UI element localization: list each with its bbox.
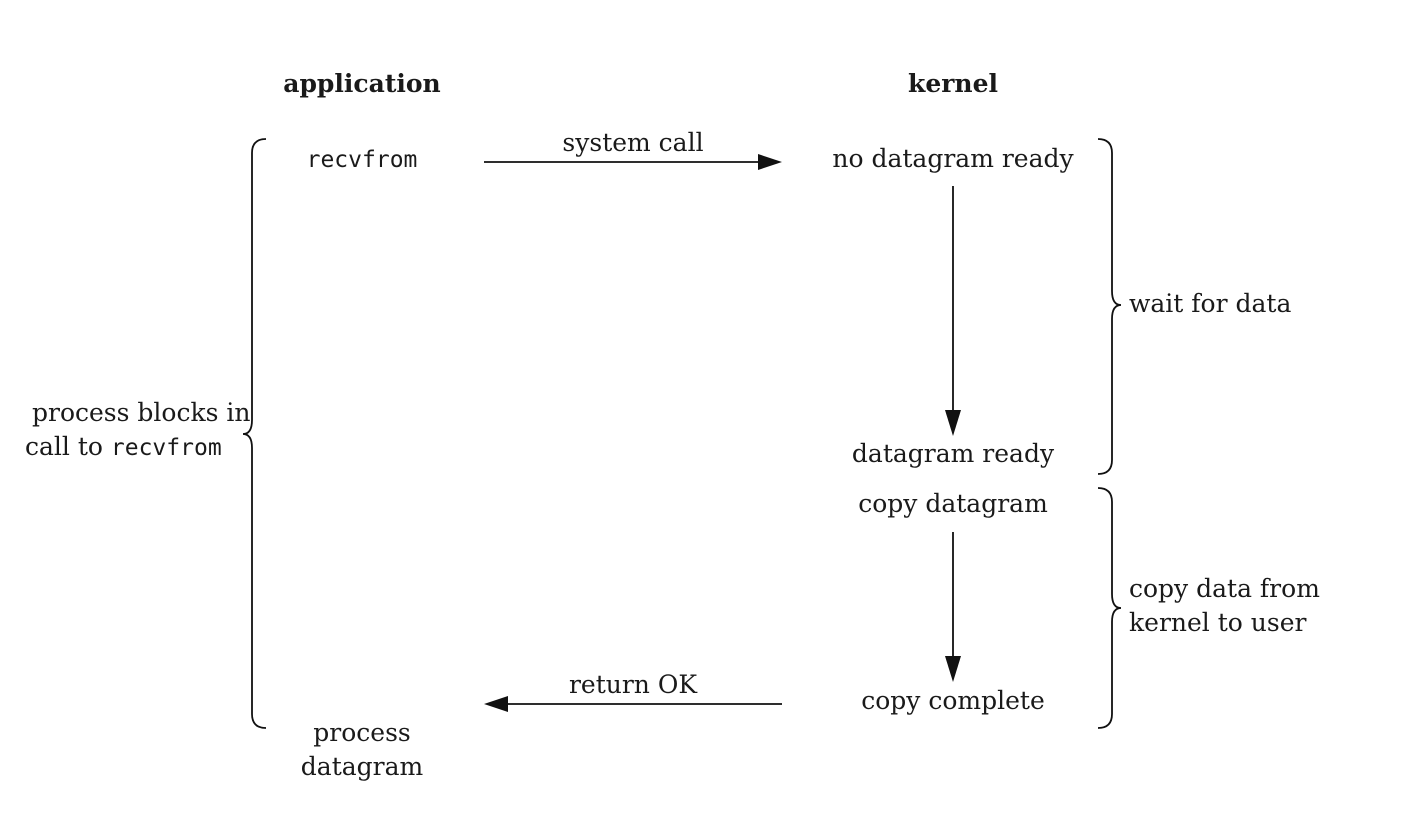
call-to-text: call to (25, 432, 111, 461)
copy-datagram-label: copy datagram (858, 489, 1048, 518)
datagram-ready-label: datagram ready (851, 439, 1055, 468)
copy-data-label-line2: kernel to user (1129, 608, 1307, 637)
wait-for-data-label: wait for data (1129, 289, 1292, 318)
application-column-heading: application (283, 69, 441, 98)
no-datagram-ready-label: no datagram ready (832, 144, 1074, 173)
process-blocks-label-line1: process blocks in (32, 398, 251, 427)
wait-arrow-head (945, 410, 961, 436)
copy-brace (1097, 487, 1122, 729)
process-datagram-line1: process (313, 718, 411, 747)
return-arrow-head (484, 696, 508, 712)
system-call-arrow-head (758, 154, 782, 170)
wait-brace (1097, 138, 1122, 475)
return-ok-label: return OK (568, 670, 698, 699)
kernel-column-heading: kernel (908, 69, 998, 98)
copy-arrow-head (945, 656, 961, 682)
system-call-label: system call (562, 128, 704, 157)
process-datagram-line2: datagram (300, 752, 424, 781)
process-blocks-label-line2: call to recvfrom (25, 430, 222, 465)
copy-complete-label: copy complete (861, 686, 1045, 715)
left-brace (242, 138, 267, 729)
copy-data-label-line1: copy data from (1129, 574, 1320, 603)
recvfrom-call-label: recvfrom (306, 147, 418, 173)
recvfrom-code-text: recvfrom (110, 435, 222, 461)
